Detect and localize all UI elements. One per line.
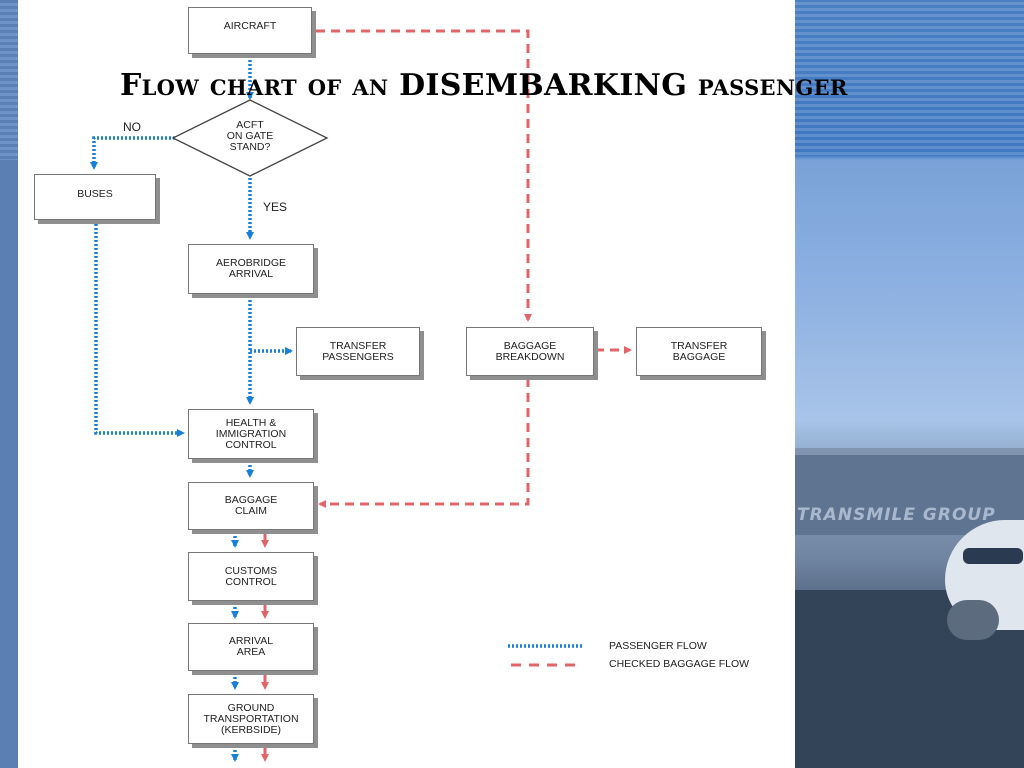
node-transfer-passengers: TRANSFER PASSENGERS — [296, 327, 420, 376]
edge-breakdown-claim — [318, 378, 530, 508]
node-health-immigration: HEALTH & IMMIGRATION CONTROL — [188, 409, 314, 459]
node-transfer-baggage: TRANSFER BAGGAGE — [636, 327, 762, 376]
node-aerobridge-arrival: AEROBRIDGE ARRIVAL — [188, 244, 314, 294]
edge-label-yes: YES — [263, 200, 288, 214]
airplane-cockpit-window — [963, 548, 1023, 564]
slide-title: Flow chart of an DISEMBARKING passenger — [120, 68, 848, 103]
baggage-flow-lines — [261, 29, 632, 762]
terminal-roof — [795, 448, 1024, 458]
node-baggage-breakdown: BAGGAGE BREAKDOWN — [466, 327, 594, 376]
edge-buses-health — [94, 224, 185, 437]
legend-passenger-label: PASSENGER FLOW — [609, 640, 707, 652]
node-customs-control: CUSTOMS CONTROL — [188, 552, 314, 601]
legend-baggage-label: CHECKED BAGGAGE FLOW — [609, 658, 750, 670]
node-baggage-claim: BAGGAGE CLAIM — [188, 482, 314, 530]
node-aircraft: AIRCRAFT — [188, 7, 312, 54]
node-ground-transportation: GROUND TRANSPORTATION (KERBSIDE) — [188, 694, 314, 744]
background-airport-photo: TRANSMILE GROUP — [795, 0, 1024, 768]
terminal-sign: TRANSMILE GROUP — [797, 505, 996, 525]
background-stripes-left — [0, 0, 18, 768]
edge-label-no: NO — [123, 120, 141, 134]
node-buses: BUSES — [34, 174, 156, 220]
background-stripes — [795, 0, 1024, 155]
edge-decision-no-buses — [90, 136, 175, 170]
node-arrival-area: ARRIVAL AREA — [188, 623, 314, 671]
node-decision-label: ACFT ON GATE STAND? — [226, 119, 274, 153]
passenger-flow-lines — [90, 56, 293, 762]
airplane-engine — [947, 600, 999, 640]
slide-canvas: AIRCRAFT ACFT ON GATE STAND? NO YES BUSE… — [18, 0, 795, 768]
flow-diagram — [90, 29, 632, 762]
terminal-building — [795, 455, 1024, 535]
decision-diamond — [171, 99, 329, 177]
edge-aircraft-baggage-breakdown — [316, 29, 532, 322]
